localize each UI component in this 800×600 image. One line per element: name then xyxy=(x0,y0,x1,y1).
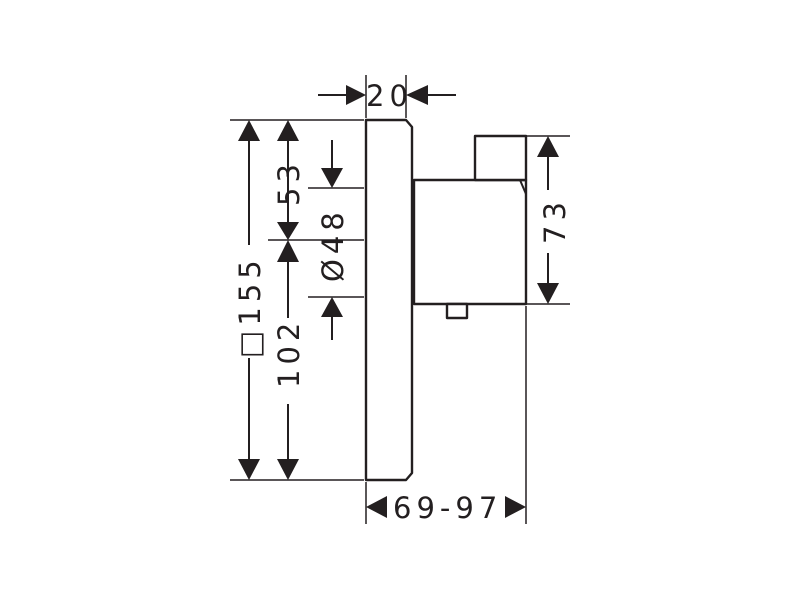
arrow-up-icon xyxy=(277,120,299,141)
dimension-total-height: 102 xyxy=(272,120,306,480)
label-square-size: □155 xyxy=(233,255,267,358)
label-upper-offset: 53 xyxy=(272,159,306,206)
label-install-depth: 69-97 xyxy=(393,491,502,525)
dimension-body-height: 73 xyxy=(537,136,572,304)
valve-body xyxy=(412,178,528,306)
extension-lines xyxy=(230,75,570,524)
arrow-right-icon xyxy=(346,85,366,105)
dimension-square-size: □155 xyxy=(233,120,267,480)
arrow-down-icon xyxy=(277,459,299,480)
arrow-up-icon xyxy=(537,136,559,157)
arrow-down-icon xyxy=(537,283,559,304)
arrow-right-icon xyxy=(505,496,526,518)
label-body-height: 73 xyxy=(538,197,572,244)
label-depth-plate: 20 xyxy=(366,79,413,113)
arrow-up-icon xyxy=(238,120,260,141)
dimension-depth-plate: 20 xyxy=(318,79,456,113)
arrow-down-icon xyxy=(238,459,260,480)
valve-body-chamfer xyxy=(519,179,527,195)
label-total-height: 102 xyxy=(272,318,306,388)
arrow-down-icon xyxy=(321,168,343,188)
bottom-connector xyxy=(445,302,469,320)
arrow-left-icon xyxy=(406,85,428,105)
dimension-install-depth: 69-97 xyxy=(366,491,526,525)
arrow-left-icon xyxy=(366,496,387,518)
dimension-upper-offset: 53 xyxy=(272,140,343,206)
arrow-up-icon xyxy=(277,240,299,262)
dimension-bore-diameter: Ø48 xyxy=(316,207,350,340)
cover-plate xyxy=(364,118,414,482)
arrow-down-icon xyxy=(277,222,299,240)
part-outline xyxy=(364,118,528,482)
top-connector xyxy=(473,134,528,182)
arrow-up-icon xyxy=(321,297,343,317)
label-bore-diameter: Ø48 xyxy=(316,207,350,282)
